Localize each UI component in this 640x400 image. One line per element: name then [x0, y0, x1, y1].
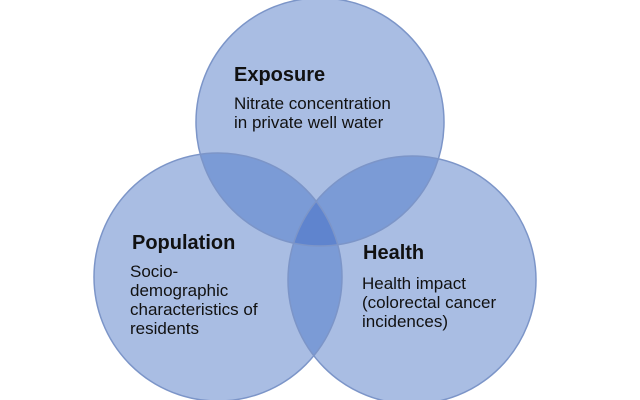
population-desc-line: Socio- — [130, 262, 179, 281]
outline-population — [93, 152, 343, 400]
population-desc-line: demographic — [130, 281, 229, 300]
exposure-desc-line: Nitrate concentration — [234, 94, 391, 113]
population-desc-line: residents — [130, 319, 199, 338]
population-title: Population — [132, 232, 236, 254]
exposure-title: Exposure — [234, 64, 326, 86]
exposure-desc-line: in private well water — [234, 113, 384, 132]
overlap-exposure-population — [196, 153, 342, 246]
health-desc-line: Health impact — [362, 274, 466, 293]
health-desc-line: incidences) — [362, 312, 448, 331]
population-desc-line: characteristics of — [130, 300, 258, 319]
overlap-exposure-health — [288, 156, 444, 246]
exposure-description: Nitrate concentration in private well wa… — [234, 94, 391, 132]
outline-health — [287, 155, 537, 400]
health-desc-line: (colorectal cancer — [362, 293, 497, 312]
health-description: Health impact (colorectal cancer inciden… — [362, 274, 496, 331]
health-title: Health — [363, 242, 425, 264]
population-description: Socio- demographic characteristics of re… — [130, 262, 258, 338]
outline-exposure — [195, 0, 445, 247]
